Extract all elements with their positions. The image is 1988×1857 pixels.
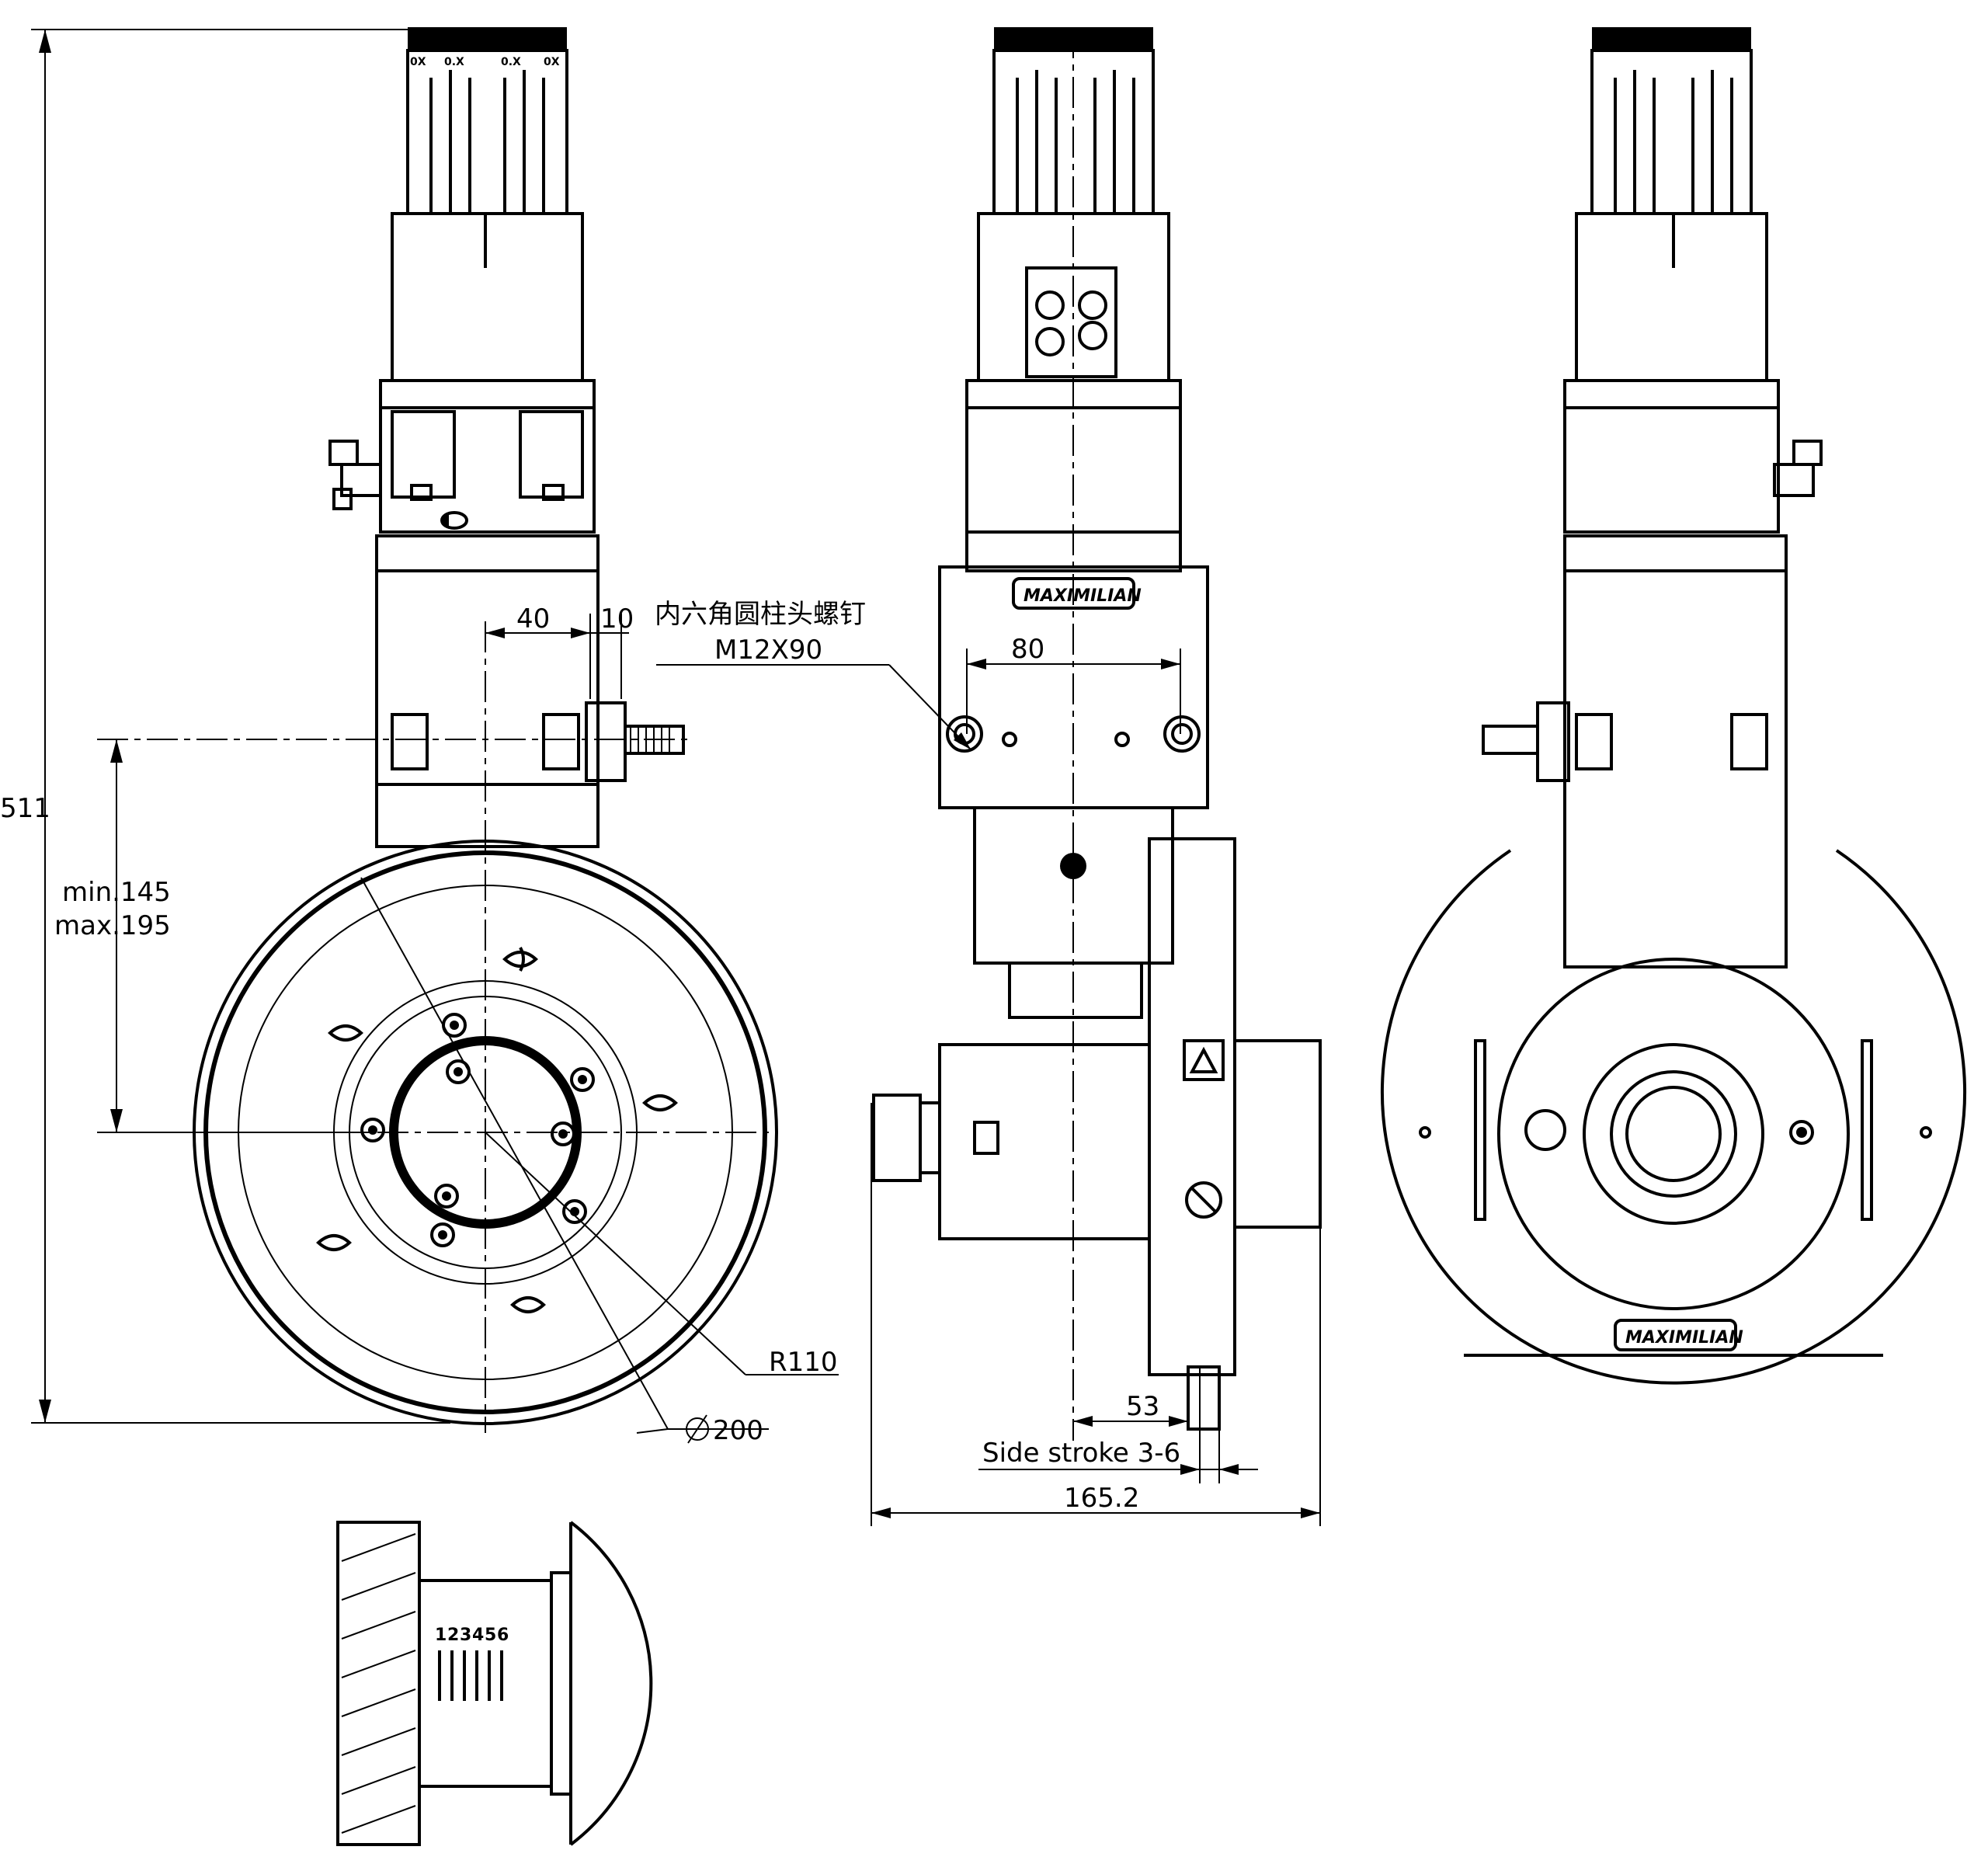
scale-digit: 3 — [460, 1626, 471, 1645]
dim-min: min.145 — [62, 877, 171, 908]
front-view: 0X 0.X 0.X 0X — [97, 27, 839, 1434]
keyhole-slots — [316, 947, 678, 1313]
dim-10: 10 — [600, 603, 634, 635]
screw-spec: M12X90 — [714, 635, 822, 666]
brand-plate — [1012, 577, 1135, 610]
knob-mark: 0.X — [444, 56, 464, 68]
push-fitting — [328, 440, 359, 466]
brand-front: MAXIMILIAN — [1024, 586, 1142, 606]
screw-callout: 内六角圆柱头螺钉 M12X90 — [655, 599, 971, 750]
tension-spring — [1861, 1039, 1873, 1221]
scale-digit: 4 — [472, 1626, 484, 1645]
dim-side-stroke: Side stroke 3-6 — [982, 1438, 1180, 1469]
dim-53: 53 — [1126, 1391, 1159, 1422]
drive-flange — [1233, 1039, 1322, 1229]
diameter-symbol-icon — [686, 1417, 709, 1441]
rear-view: MAXIMILIAN — [1381, 27, 1966, 1385]
clamp-bracket — [585, 701, 627, 782]
guide-plate — [1148, 837, 1236, 1376]
hatched-section — [336, 1521, 421, 1846]
dim-radius: R110 — [769, 1347, 838, 1378]
mid-body — [375, 569, 600, 786]
prohibited-icon — [1185, 1181, 1222, 1219]
gear-head — [938, 1043, 1151, 1240]
scale-digit: 5 — [485, 1626, 496, 1645]
brand-rear: MAXIMILIAN — [1625, 1328, 1743, 1348]
socket-screw-head — [946, 715, 983, 753]
dim-diameter: 200 — [713, 1415, 763, 1446]
side-dimensions: 80 53 Side stroke 3-6 165.2 — [871, 634, 1321, 1526]
clamp-block — [379, 406, 596, 534]
indicator-panel — [1025, 266, 1117, 378]
dim-40: 40 — [516, 603, 550, 635]
scale-ticks — [438, 1650, 503, 1701]
warning-icon — [1183, 1039, 1225, 1081]
dim-overall-width: 165.2 — [1064, 1483, 1139, 1514]
knurled-knob-top — [408, 27, 567, 50]
knob-mark: 0X — [544, 56, 560, 68]
upper-housing — [391, 212, 584, 382]
clamp-ring — [379, 379, 596, 409]
dim-overall-height: 511 — [0, 793, 50, 824]
knob-mark: 0X — [410, 56, 426, 68]
side-view: MAXIMILIAN — [872, 27, 1322, 1441]
dim-max: max.195 — [54, 910, 171, 941]
tension-spring — [1474, 1039, 1486, 1221]
knob-mark: 0.X — [501, 56, 521, 68]
dim-80: 80 — [1011, 634, 1044, 665]
mid-body-top — [375, 534, 600, 572]
detail-dial — [569, 1521, 653, 1846]
front-dimensions: 511 min.145 max.195 40 10 R110 200 — [0, 29, 838, 1446]
screw-name-cn: 内六角圆柱头螺钉 — [655, 599, 866, 630]
scale-digit: 2 — [447, 1626, 459, 1645]
rear-hub — [1583, 1043, 1764, 1225]
scale-digit: 6 — [497, 1626, 509, 1645]
rear-disc — [1381, 849, 1966, 1385]
scale-digit: 1 — [435, 1626, 447, 1645]
detail-view: 1 2 3 4 5 6 — [336, 1521, 653, 1846]
adjust-knob — [872, 1094, 922, 1182]
diameter-label: 200 — [686, 1414, 763, 1446]
